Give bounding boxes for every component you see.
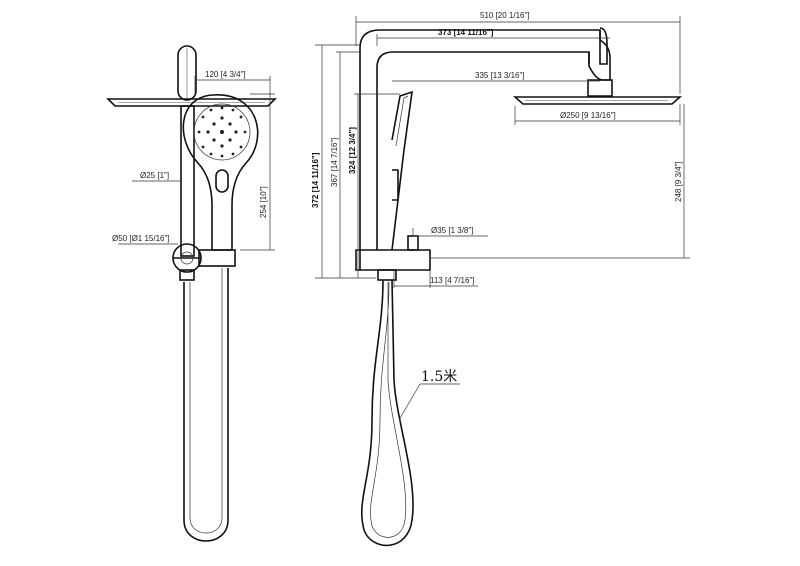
dim-arm-width: 373 [14 11/16"] <box>438 28 494 37</box>
dim-bracket-diameter: Ø50 [Ø1 15/16"] <box>112 234 170 243</box>
head-connector <box>587 79 613 97</box>
dim-holder-height: 324 [12 3/4"] <box>348 127 357 174</box>
hose-length-label: 1.5米 <box>421 369 457 385</box>
arm-outer <box>359 27 608 270</box>
dim-arm-reach: 335 [13 3/16"] <box>475 71 525 80</box>
holder-arm-front <box>198 249 236 267</box>
rain-head-front <box>106 98 277 107</box>
spray-nozzles <box>197 106 247 158</box>
hose-side <box>360 279 414 547</box>
spray-face <box>193 103 251 161</box>
dim-rail-diameter: Ø25 [1"] <box>140 171 169 180</box>
dim-riser-height: 367 [14 7/16"] <box>330 137 339 187</box>
shower-arm-front <box>177 45 197 101</box>
dim-head-width: 120 [4 3/4"] <box>205 70 246 79</box>
dim-inlet-diameter: Ø35 [1 3/8"] <box>431 226 473 235</box>
hose-front <box>183 268 229 542</box>
front-view: 120 [4 3/4"] Ø25 [1"] 254 [10"] Ø50 [Ø1 … <box>106 45 277 542</box>
dim-total-width: 510 [20 1/16"] <box>480 11 530 20</box>
handset-side <box>391 90 413 251</box>
dim-total-height: 372 [14 11/16"] <box>311 152 320 208</box>
dim-head-diameter: Ø250 [9 13/16"] <box>560 111 616 120</box>
dim-base-depth: 113 [4 7/16"] <box>430 276 475 285</box>
handset-button <box>215 169 229 193</box>
arm-inner <box>376 51 590 250</box>
rail-front <box>180 105 195 257</box>
dim-handset-length: 254 [10"] <box>259 186 268 218</box>
holder-clip <box>392 169 399 201</box>
rain-head-side <box>512 96 683 105</box>
dim-head-drop: 248 [9 3/4"] <box>674 161 683 202</box>
hose-outlet <box>377 269 397 281</box>
diverter-body <box>355 249 431 271</box>
side-view: 1.5米 510 [20 1/16"] 373 [14 11/16"] 335 … <box>311 11 690 547</box>
inlet-stub <box>407 235 419 251</box>
hose-connector-front <box>179 269 195 281</box>
